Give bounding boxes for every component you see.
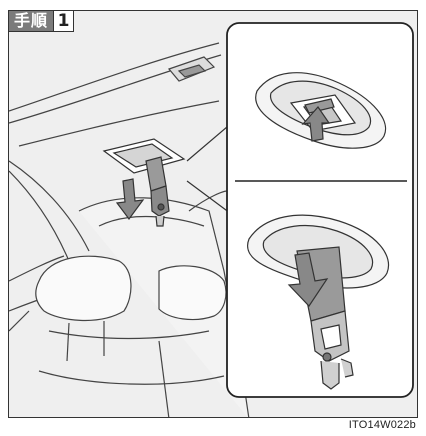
seatbelt-illustration	[9, 11, 418, 418]
step-number: 1	[53, 11, 73, 31]
detail-inset	[227, 23, 413, 397]
illustration-frame	[8, 10, 418, 418]
step-title: 手順	[9, 11, 53, 31]
figure-code: ITO14W022b	[349, 419, 416, 431]
step-label: 手順 1	[8, 10, 74, 32]
car-interior-drawing	[9, 43, 249, 418]
